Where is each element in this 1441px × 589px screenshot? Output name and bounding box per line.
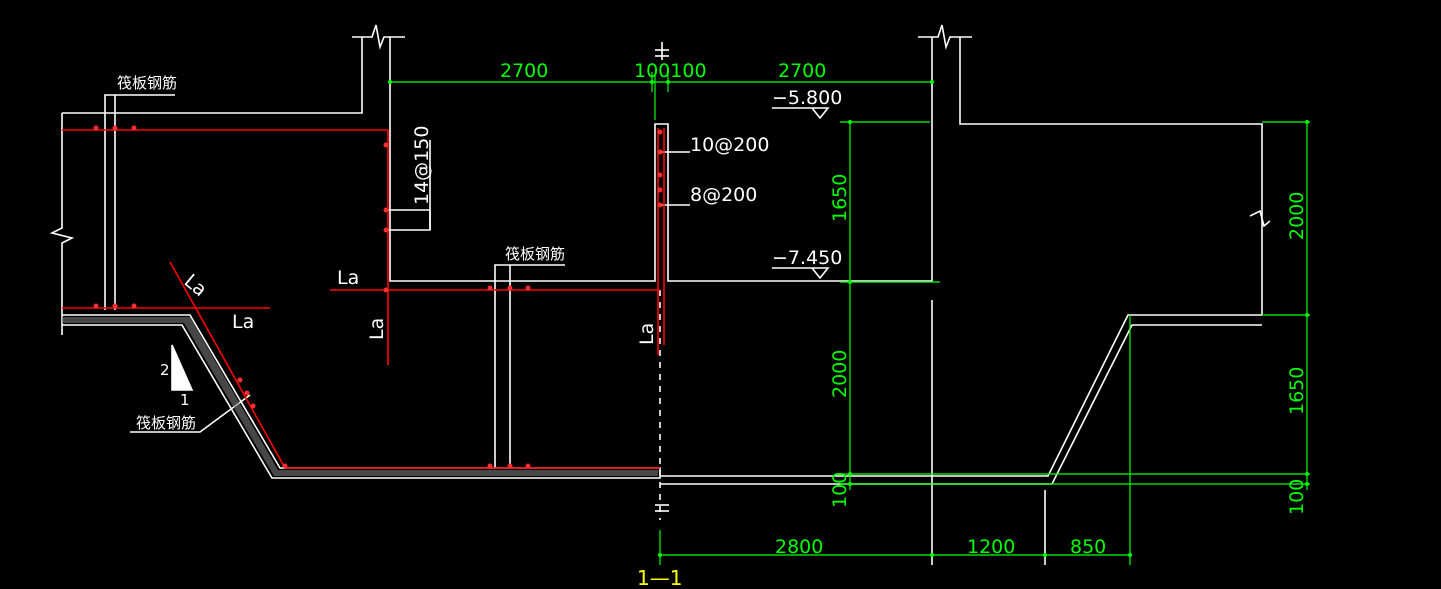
dim-v-100-right: 100 [1286, 479, 1308, 515]
leader-center [494, 264, 565, 468]
dim-top-right: 2700 [778, 60, 826, 82]
concrete-hatch [62, 317, 658, 476]
left-wall-inner [389, 37, 933, 282]
rebar-slope [169, 261, 286, 469]
dimension-lines [390, 72, 1310, 565]
dimension-text: 2700 100100 2700 2800 1200 850 1650 2000… [500, 60, 1308, 558]
dimension-ticks [388, 80, 1309, 557]
dim-v-2000-mid: 2000 [829, 350, 851, 398]
elevation-upper: −5.800 [772, 87, 842, 109]
right-pit-outline [660, 314, 1262, 477]
leader-14-150 [386, 209, 431, 231]
left-edge [49, 113, 75, 335]
elev-marker-lower [772, 267, 830, 280]
dim-v-1650-right: 1650 [1286, 367, 1308, 415]
label-la-center-vertical: La [636, 323, 658, 345]
dim-bottom-2: 1200 [967, 536, 1015, 558]
label-raft-center: 筏板钢筋 [505, 245, 565, 263]
label-wall-14-150: 14@150 [411, 126, 433, 205]
break-symbol-right [918, 24, 972, 50]
dim-bottom-3: 850 [1070, 536, 1106, 558]
dim-v-100-mid: 100 [829, 472, 851, 508]
structure-outline [49, 24, 1271, 565]
label-la-left-vertical: La [366, 318, 388, 340]
label-slope-rise: 2 [160, 361, 170, 379]
label-la-slope: La [180, 270, 211, 301]
label-wall-10-200: 10@200 [690, 134, 769, 156]
dim-top-left: 2700 [500, 60, 548, 82]
rebar-dots [93, 125, 663, 469]
dim-v-2000-right: 2000 [1286, 192, 1308, 240]
label-raft-top-left: 筏板钢筋 [117, 74, 177, 92]
dim-v-1650-mid: 1650 [829, 174, 851, 222]
right-edge-break [1249, 209, 1271, 228]
dim-top-mid: 100100 [634, 60, 707, 82]
left-slab-top [62, 37, 363, 114]
section-title: 1—1 [637, 566, 682, 589]
leader-top-left [104, 94, 175, 310]
right-pit-inner [660, 324, 1262, 485]
label-wall-8-200: 8@200 [690, 184, 757, 206]
elev-marker-upper [772, 107, 830, 120]
slope-triangle [171, 344, 194, 391]
right-slab-top [959, 37, 1263, 315]
label-la-left-horizontal: La [232, 311, 254, 333]
label-raft-slope: 筏板钢筋 [136, 414, 196, 432]
break-symbol-left [352, 24, 405, 50]
dim-bottom-1: 2800 [775, 536, 823, 558]
annotations: −5.800 −7.450 筏板钢筋 筏板钢筋 筏板钢筋 14@150 10@2… [117, 74, 842, 589]
leader-slope [130, 394, 251, 433]
elevation-lower: −7.450 [772, 247, 842, 269]
label-slope-run: 1 [180, 391, 190, 409]
label-la-left-mid: La [337, 267, 359, 289]
left-raft-bottom [62, 314, 661, 479]
